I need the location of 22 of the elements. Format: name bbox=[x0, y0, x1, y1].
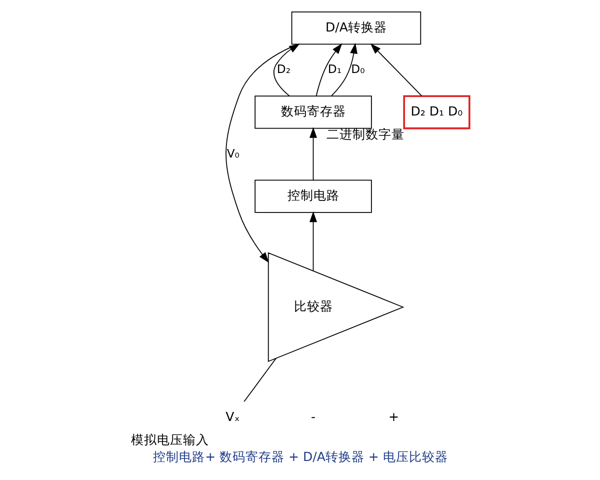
edge-label: D₀ bbox=[350, 62, 364, 76]
arrow bbox=[273, 44, 300, 96]
node-box: 数码寄存器 bbox=[254, 96, 372, 129]
arrow bbox=[315, 43, 342, 96]
edge-label: D₁ bbox=[327, 62, 342, 76]
label: + bbox=[388, 409, 399, 424]
node-box: D₂ D₁ D₀ bbox=[402, 95, 470, 130]
arrow bbox=[308, 211, 317, 272]
arrow bbox=[225, 44, 298, 263]
node-text: Vₓ bbox=[225, 409, 240, 424]
edge-label: D₂ bbox=[276, 62, 290, 76]
node-box: D/A转换器 bbox=[290, 12, 421, 45]
connector bbox=[243, 358, 276, 402]
caption: 控制电路+ 数码寄存器 + D/A转换器 + 电压比较器 bbox=[152, 449, 448, 464]
label: - bbox=[310, 409, 316, 424]
arrow bbox=[370, 43, 422, 96]
node-label: 模拟电压输入 bbox=[130, 432, 209, 448]
node-label: 二进制数字量 bbox=[326, 126, 404, 142]
edge-label: V₀ bbox=[226, 146, 239, 160]
node-box: 控制电路 bbox=[254, 180, 372, 213]
arrow bbox=[330, 42, 357, 96]
arrow bbox=[308, 127, 317, 180]
